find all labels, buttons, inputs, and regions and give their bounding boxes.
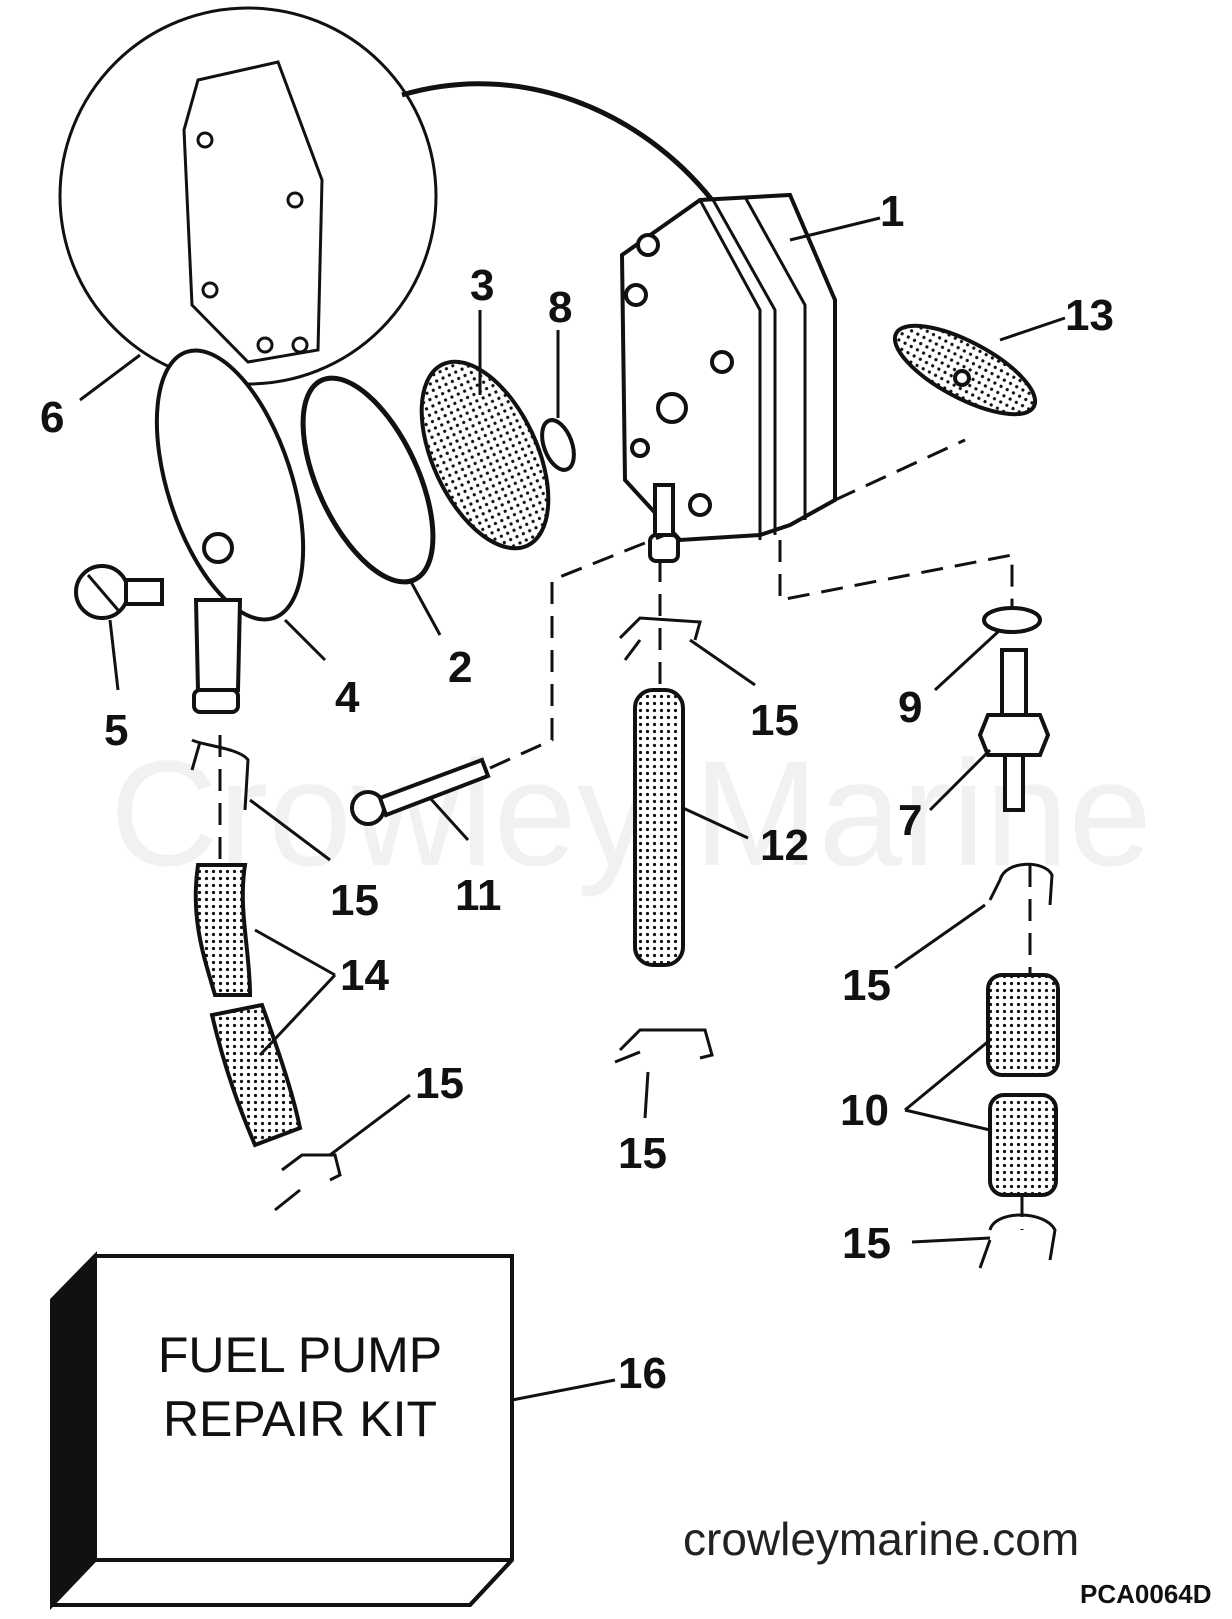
leader-15c <box>643 1071 650 1119</box>
leader-2 <box>408 579 442 636</box>
callout-8: 8 <box>548 283 572 332</box>
part-5-screw <box>74 564 164 620</box>
callout-15f: 15 <box>842 1219 891 1268</box>
clamp-15e <box>988 862 1054 906</box>
part-7-fitting <box>977 648 1051 812</box>
site-url: crowleymarine.com <box>683 1513 1079 1565</box>
callout-7: 7 <box>898 796 922 845</box>
leader-14a <box>254 928 336 977</box>
callout-10: 10 <box>840 1086 889 1135</box>
part-6-gasket-detail <box>58 6 714 386</box>
part-16-repair-kit <box>50 1251 514 1610</box>
callout-11: 11 <box>455 871 502 920</box>
kit-label-line2: REPAIR KIT <box>163 1391 437 1447</box>
part-10-hoses <box>986 973 1060 1197</box>
leader-15e <box>894 903 986 970</box>
callout-3: 3 <box>470 261 494 310</box>
leader-7 <box>928 748 992 812</box>
part-8-seal <box>540 418 576 472</box>
part-13-gasket <box>892 323 1038 417</box>
leader-15d <box>329 1093 411 1157</box>
leader-1 <box>789 216 881 242</box>
part-2-o-ring <box>300 375 436 585</box>
clamp-15d <box>274 1153 342 1212</box>
callout-15d: 15 <box>415 1059 464 1108</box>
callout-5: 5 <box>104 706 128 755</box>
dash-11 <box>489 533 666 770</box>
leader-15f <box>911 1236 991 1244</box>
callout-1: 1 <box>880 187 904 236</box>
callout-15e: 15 <box>842 961 891 1010</box>
callout-15b: 15 <box>750 696 799 745</box>
part-9-washer <box>982 606 1042 634</box>
leader-15a <box>249 798 331 862</box>
part-11-screw <box>350 757 491 826</box>
leader-4 <box>283 618 327 662</box>
part-1-fuel-pump <box>619 192 837 563</box>
callout-13: 13 <box>1065 291 1114 340</box>
callout-15c: 15 <box>618 1129 667 1178</box>
callout-6: 6 <box>40 393 64 442</box>
callout-14: 14 <box>340 951 389 1000</box>
leader-14b <box>258 973 337 1057</box>
clamp-15f <box>978 1213 1057 1269</box>
kit-label-line1: FUEL PUMP <box>158 1327 442 1383</box>
part-12-hose <box>633 688 685 967</box>
dash-13 <box>834 438 966 502</box>
clamp-15c <box>614 1028 714 1064</box>
leader-12 <box>682 806 749 840</box>
part-4-filter-cover <box>154 348 306 714</box>
clamp-15b <box>618 616 702 661</box>
callout-2: 2 <box>448 643 472 692</box>
leader-13 <box>999 316 1066 342</box>
leader-15b <box>689 638 756 687</box>
leader-10b <box>904 1108 991 1132</box>
leader-6 <box>79 353 141 402</box>
watermark-text: Crowley Marine <box>110 729 1152 897</box>
leader-5 <box>108 619 120 691</box>
callout-12: 12 <box>760 821 809 870</box>
dash-9 <box>778 540 1014 610</box>
callout-9: 9 <box>898 683 922 732</box>
part-3-filter-screen <box>419 359 551 551</box>
part-14-hoses <box>193 863 303 1148</box>
leader-10a <box>904 1038 991 1112</box>
drawing-code: PCA0064D <box>1080 1579 1212 1609</box>
callout-16: 16 <box>618 1349 667 1398</box>
callout-4: 4 <box>335 673 360 722</box>
leader-9 <box>933 628 1002 692</box>
clamp-15a <box>190 738 250 811</box>
callout-15a: 15 <box>330 876 379 925</box>
leader-11 <box>428 796 470 842</box>
leader-16 <box>511 1378 616 1402</box>
